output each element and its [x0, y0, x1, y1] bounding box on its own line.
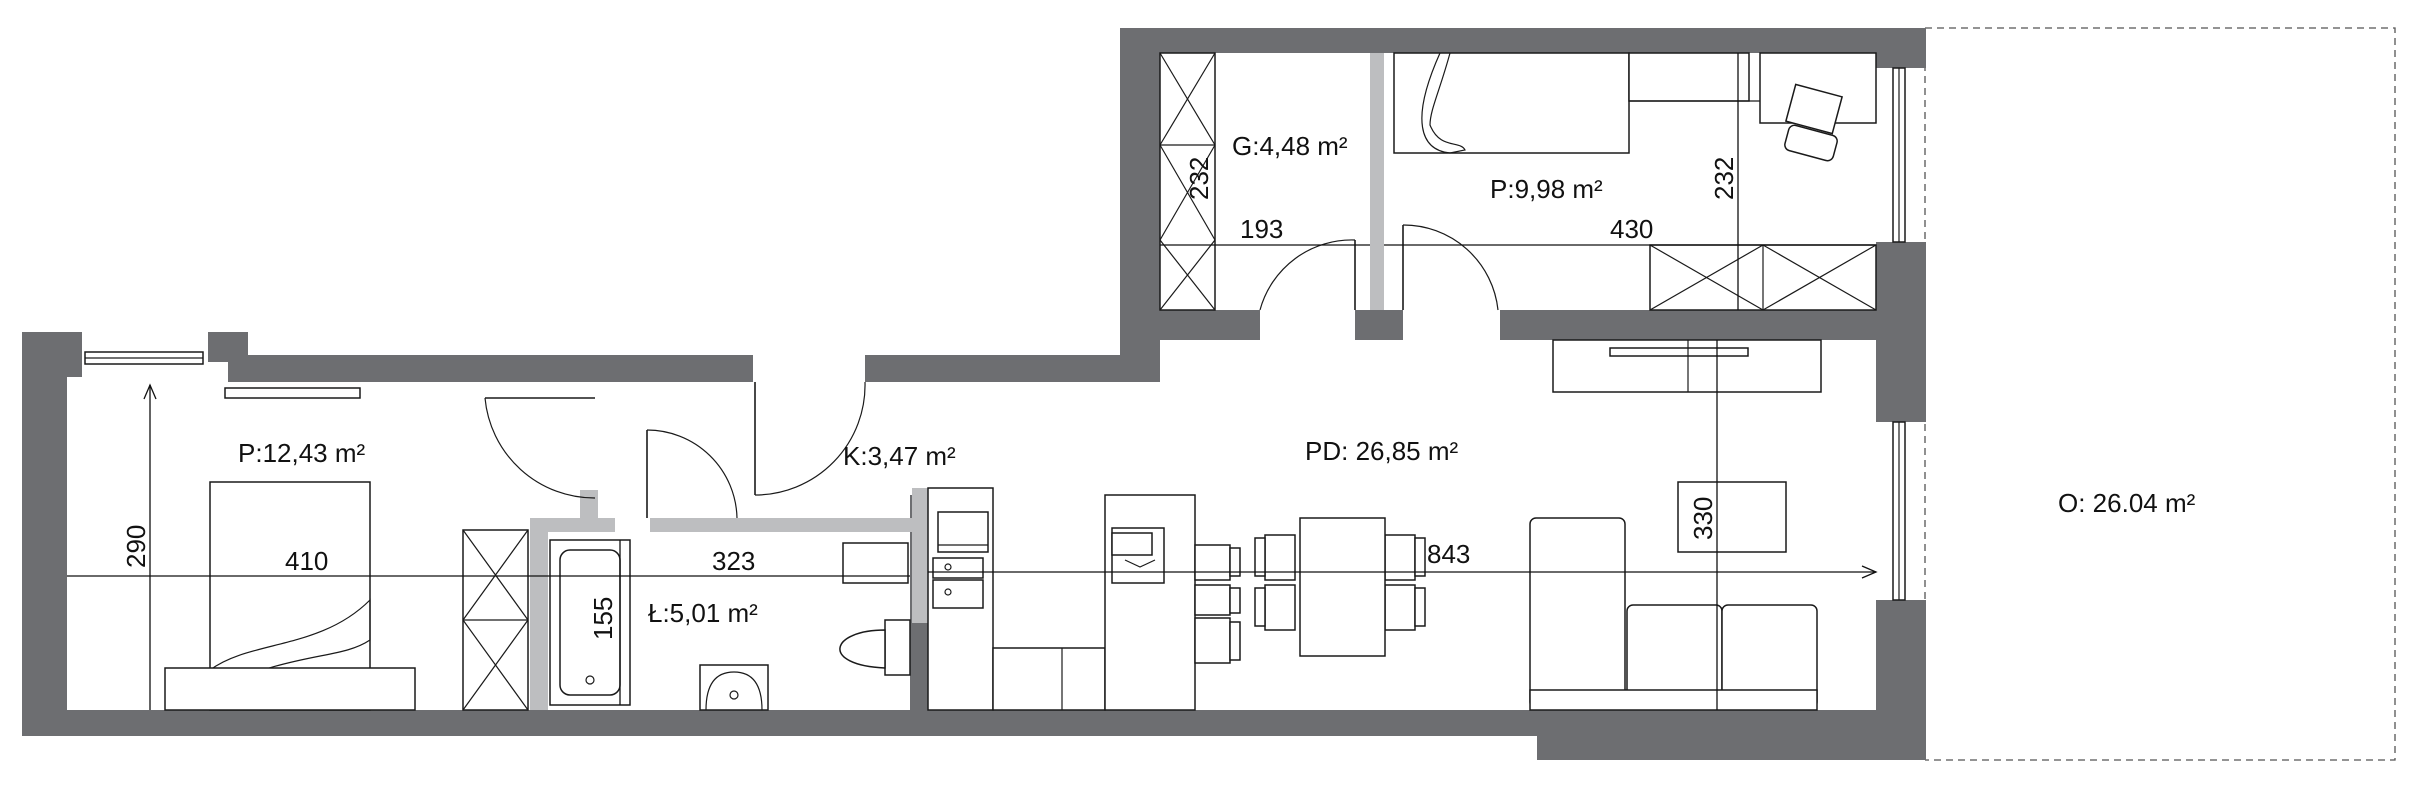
- washing-machine: [842, 542, 909, 584]
- dimension-lines: [67, 53, 1878, 710]
- kitchen-column: [1104, 494, 1196, 711]
- bed-headboard: [164, 667, 416, 711]
- room-label-hall: K:3,47 m²: [843, 441, 956, 471]
- desk-chair: [1759, 52, 1877, 162]
- room-label-terrace: O: 26.04 m²: [2058, 488, 2196, 518]
- dim-bathroom-height: 155: [588, 597, 618, 640]
- dim-wardrobe-height: 232: [1184, 157, 1214, 200]
- shelf: [224, 387, 361, 399]
- wardrobe-left: [462, 529, 529, 711]
- room-label-bathroom: Ł:5,01 m²: [648, 598, 758, 628]
- tv-unit: [1552, 339, 1822, 393]
- dim-bathroom-width: 323: [712, 546, 755, 576]
- dining-table: [1299, 517, 1386, 657]
- windows: [84, 67, 1906, 601]
- kitchen-counter: [927, 487, 1106, 711]
- room-label-bedroom-top: P:9,98 m²: [1490, 174, 1603, 204]
- wardrobe-shelves: [1159, 52, 1216, 311]
- dim-living-width: 843: [1427, 539, 1470, 569]
- room-labels: P:12,43 m² Ł:5,01 m² K:3,47 m² PD: 26,85…: [238, 131, 2196, 628]
- terrace-outline: [1924, 27, 2396, 761]
- dim-bedroom-top-height: 232: [1709, 157, 1739, 200]
- washbasin: [699, 664, 769, 711]
- dim-wardrobe-width: 193: [1240, 214, 1283, 244]
- exterior-walls: [22, 28, 1926, 760]
- bed-blanket: [209, 598, 371, 691]
- dim-bedroom-left-width: 410: [285, 546, 328, 576]
- room-label-bedroom-left: P:12,43 m²: [238, 438, 366, 468]
- bed-top: [1393, 52, 1760, 154]
- dim-bedroom-left-height: 290: [121, 525, 151, 568]
- wardrobe-top: [1649, 244, 1877, 311]
- sofa: [1529, 517, 1818, 711]
- coffee-table: [1677, 481, 1787, 553]
- room-label-wardrobe: G:4,48 m²: [1232, 131, 1348, 161]
- bathtub: [549, 539, 631, 706]
- toilet: [839, 619, 911, 676]
- doors: [484, 224, 1499, 519]
- dimension-labels: 410 323 843 193 430 290 155 330 232 232: [121, 157, 1739, 640]
- room-label-living: PD: 26,85 m²: [1305, 436, 1459, 466]
- dim-living-height: 330: [1688, 497, 1718, 540]
- dim-bedroom-top-width: 430: [1610, 214, 1653, 244]
- furniture: [164, 52, 1877, 711]
- chairs: [1194, 534, 1426, 664]
